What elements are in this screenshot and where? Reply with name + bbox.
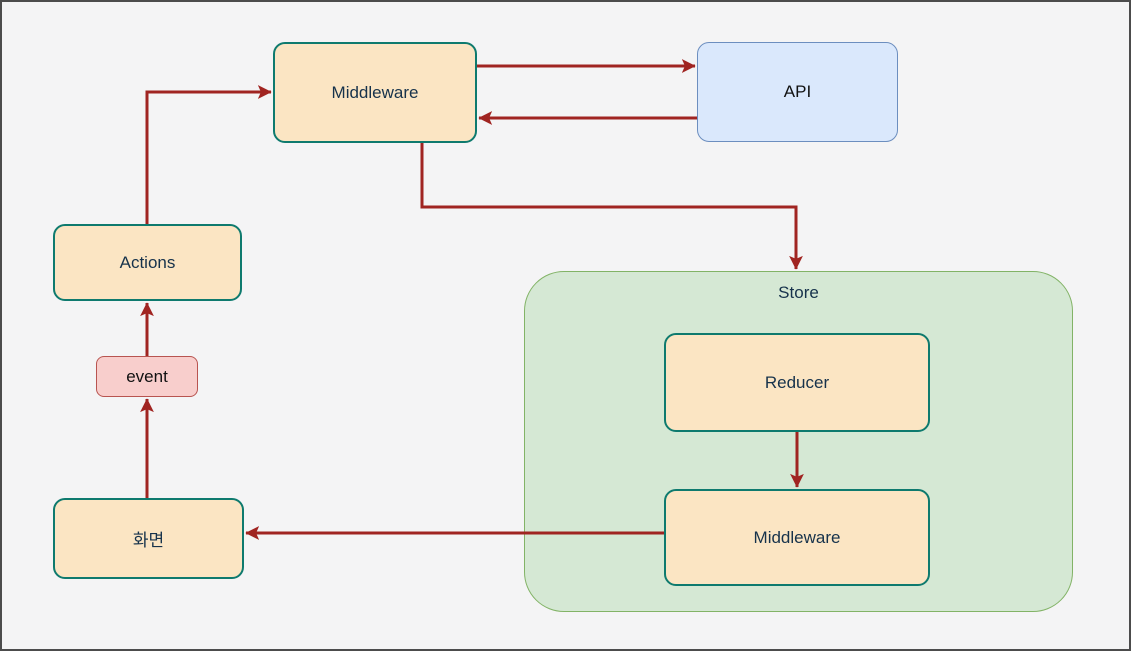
node-middleware-store-label: Middleware <box>753 527 841 547</box>
node-event-label: event <box>126 366 168 386</box>
node-middleware-store: Middleware <box>664 489 930 586</box>
node-reducer-label: Reducer <box>764 372 830 392</box>
node-actions-label: Actions <box>119 252 176 272</box>
node-screen-label: 화면 <box>132 531 165 550</box>
store-label: Store <box>778 283 819 302</box>
node-screen: 화면 <box>53 498 244 579</box>
node-actions: Actions <box>53 224 242 301</box>
node-middleware-top-label: Middleware <box>331 82 419 102</box>
node-api-label: API <box>783 82 812 101</box>
edge-middleware-to-store <box>420 143 803 270</box>
edge-actions-to-middleware <box>145 85 272 224</box>
node-api: API <box>697 42 898 142</box>
node-event: event <box>96 356 198 397</box>
node-reducer: Reducer <box>664 333 930 432</box>
node-middleware-top: Middleware <box>273 42 477 143</box>
